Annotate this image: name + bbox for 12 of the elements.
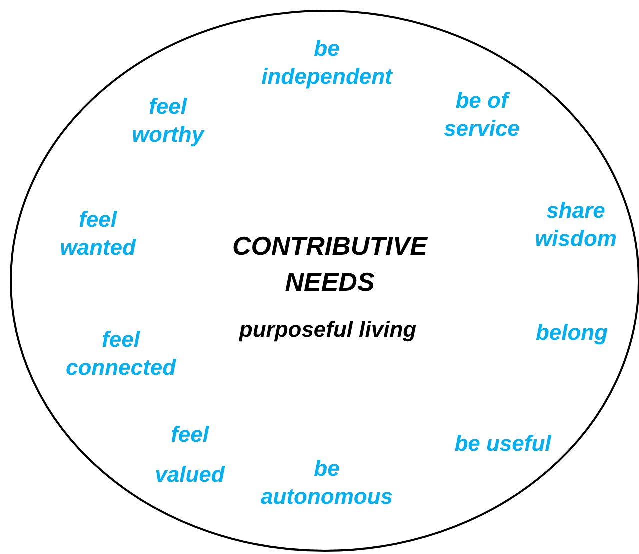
need-label: share wisdom — [534, 197, 618, 253]
need-label: belong — [534, 319, 610, 347]
need-label: feel valued — [154, 421, 226, 489]
need-label: feel wanted — [59, 206, 138, 262]
need-label: be independent — [260, 35, 394, 91]
subtitle-text: purposeful living — [238, 316, 418, 344]
need-label: feel worthy — [130, 93, 206, 149]
heading-text: CONTRIBUTIVE NEEDS — [232, 230, 429, 299]
need-label: feel connected — [64, 326, 178, 382]
need-label: be autonomous — [260, 455, 394, 511]
need-label: be of service — [443, 87, 521, 143]
need-label: be useful — [454, 430, 553, 458]
